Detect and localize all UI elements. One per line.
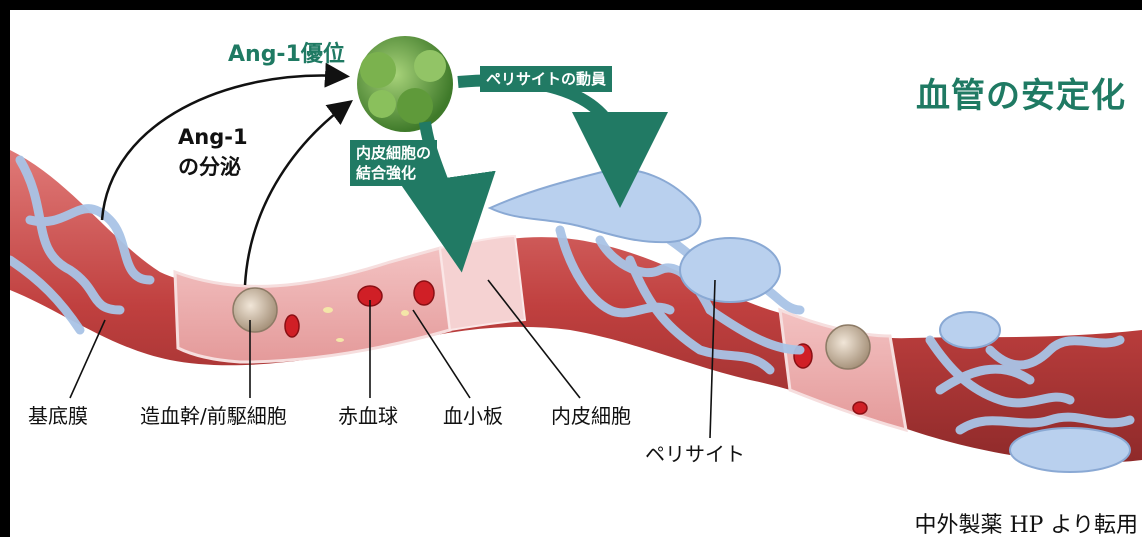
endothelial-junction-line-2: 結合強化 [356,163,431,183]
stem-progenitor-cell [233,288,277,332]
lumen-section-1 [175,248,450,362]
diagram-panel: 血管の安定化 Ang-1優位 Ang-1 の分泌 ペリサイトの動員 内皮細胞の … [10,10,1142,537]
arrow-secretion-from-stem [245,106,345,285]
endothelial-junction-tag: 内皮細胞の 結合強化 [350,140,437,186]
source-credit: 中外製薬 HP より転用 [914,507,1138,537]
label-red-blood-cell: 赤血球 [338,400,398,429]
label-endothelial-cell: 内皮細胞 [551,400,631,429]
ang1-cluster [357,36,453,132]
label-pericyte: ペリサイト [645,438,745,467]
pericyte-recruitment-tag: ペリサイトの動員 [480,66,612,92]
endothelial-lining [440,236,525,330]
arrow-pericyte-recruitment [458,80,620,160]
ang1-secretion-line-1: Ang-1 [178,122,248,152]
ang1-secretion-line-2: の分泌 [178,152,248,182]
stem-progenitor-cell [826,325,870,369]
endothelial-junction-line-1: 内皮細胞の [356,143,431,163]
ang1-dominance-label: Ang-1優位 [228,36,345,68]
label-basement-membrane: 基底膜 [28,400,88,429]
ang1-secretion-label: Ang-1 の分泌 [178,122,248,182]
diagram-title: 血管の安定化 [916,68,1126,117]
label-platelet: 血小板 [443,400,503,429]
label-stem-progenitor: 造血幹/前駆細胞 [140,400,287,429]
